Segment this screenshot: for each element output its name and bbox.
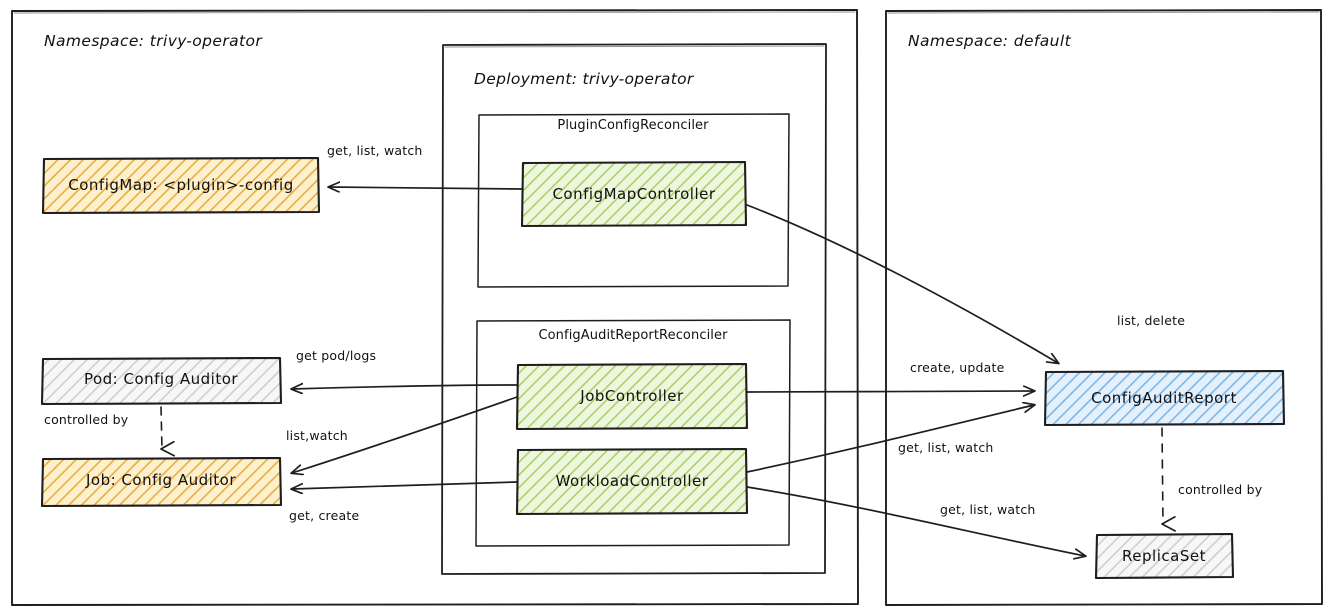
node-configmapcontroller [520,160,748,228]
edge-list-delete [746,204,1058,363]
node-replicaset [1094,532,1235,580]
node-configauditreport [1043,369,1286,427]
edge-pod-controlled-by [160,406,176,457]
edge-get-list-watch-configmap [329,187,523,189]
node-jobcontroller [515,362,749,431]
node-workloadcontroller [515,447,749,516]
edge-replicaset-controlled-by [1161,427,1176,532]
namespace-trivy-operator-container [11,9,859,606]
namespace-default-container [885,9,1323,606]
config-audit-report-reconciler-container [475,319,791,547]
edge-get-pod-logs [292,385,518,389]
node-configmap [41,156,321,215]
edge-get-list-watch-replicaset [746,486,1085,556]
edge-list-watch-job [292,396,518,473]
edge-get-create-job [292,481,518,489]
node-job [40,456,283,508]
node-pod [40,356,283,406]
deployment-container [441,43,827,575]
plugin-config-reconciler-container [477,113,790,288]
edge-create-update [746,391,1034,392]
edge-get-list-watch-car [746,405,1034,473]
